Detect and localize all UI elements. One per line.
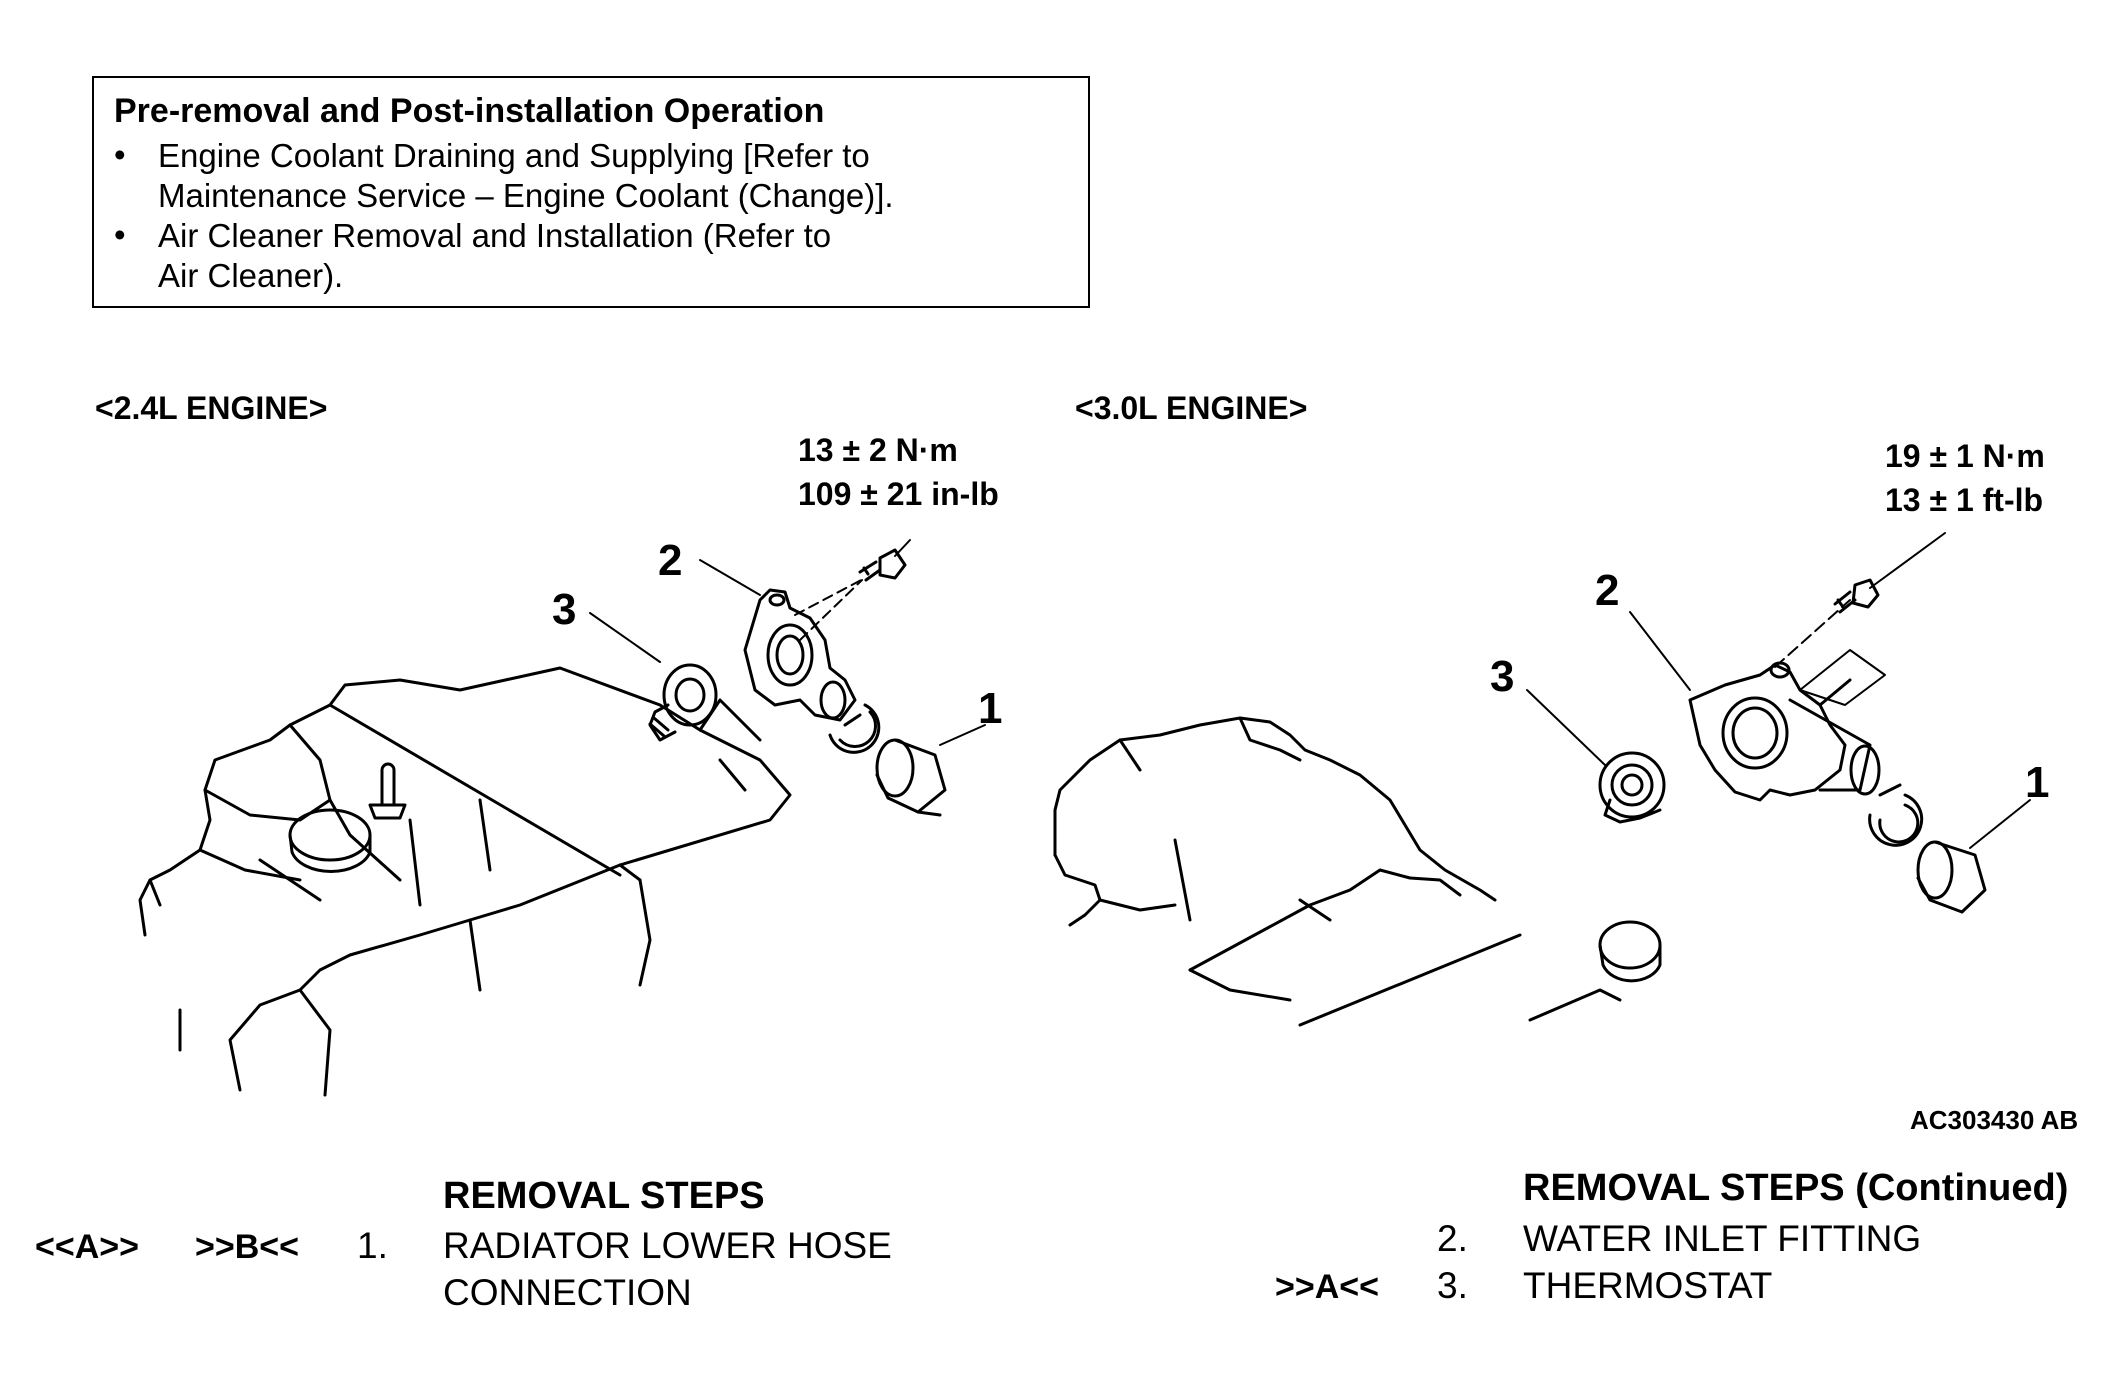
note-item-1-line2: Maintenance Service – Engine Coolant (Ch… <box>158 177 894 214</box>
engine-24-radiator-hose <box>875 738 947 817</box>
engine-24-callout-1: 1 <box>978 684 1003 733</box>
removal-steps-continued-title: REMOVAL STEPS (Continued) <box>1523 1167 2069 1209</box>
step-1-ref-install: <<A>> <box>35 1228 139 1266</box>
engine-30-hose-clamp <box>1868 783 1924 847</box>
engine-24-hose-clamp <box>828 703 881 754</box>
step-1-number: 1. <box>357 1225 388 1266</box>
engine-24-leader-lines <box>589 539 986 746</box>
engine-30-callout-1: 1 <box>2025 758 2050 807</box>
engine-30-thermostat <box>1598 751 1666 824</box>
step-1-text-line2: CONNECTION <box>443 1272 692 1313</box>
note-title: Pre-removal and Post-installation Operat… <box>114 92 825 130</box>
step-1-text-line1: RADIATOR LOWER HOSE <box>443 1225 892 1266</box>
engine-30-leader-lines <box>1526 532 2031 849</box>
engine-30-torque-ftlb: 13 ± 1 ft-lb <box>1885 482 2044 518</box>
engine-30-label: <3.0L ENGINE> <box>1075 390 1308 426</box>
step-2-text: WATER INLET FITTING <box>1523 1218 1922 1259</box>
engine-24-water-inlet-fitting <box>743 588 857 722</box>
engine-24-torque-nm: 13 ± 2 N·m <box>798 432 958 468</box>
engine-24-torque-inlb: 109 ± 21 in-lb <box>798 476 999 512</box>
engine-24-label: <2.4L ENGINE> <box>95 390 328 426</box>
step-2-number: 2. <box>1437 1218 1468 1259</box>
note-item-2-line1: Air Cleaner Removal and Installation (Re… <box>158 217 832 254</box>
removal-steps-title: REMOVAL STEPS <box>443 1175 765 1217</box>
pre-removal-note-box: Pre-removal and Post-installation Operat… <box>92 76 1090 308</box>
note-item-2-line2: Air Cleaner). <box>158 257 344 294</box>
engine-24-bolt <box>858 548 907 582</box>
engine-30-radiator-hose <box>1916 840 1987 914</box>
step-3-ref: >>A<< <box>1275 1268 1379 1306</box>
step-1-ref-removal: >>B<< <box>195 1228 299 1266</box>
engine-30-callout-3: 3 <box>1490 652 1515 701</box>
engine-24-callout-3: 3 <box>552 585 577 634</box>
engine-30-torque-nm: 19 ± 1 N·m <box>1885 438 2045 474</box>
bullet-icon: • <box>114 136 126 173</box>
engine-24-thermostat <box>648 663 718 742</box>
bullet-icon: • <box>114 216 126 253</box>
note-item-1-line1: Engine Coolant Draining and Supplying [R… <box>158 137 870 174</box>
engine-30-water-inlet-fitting <box>1688 649 1886 802</box>
engine-30-block <box>1053 716 1662 1027</box>
figure-id: AC303430 AB <box>1910 1105 2079 1135</box>
step-3-text: THERMOSTAT <box>1523 1265 1773 1306</box>
engine-30-callout-2: 2 <box>1595 566 1620 615</box>
engine-24-callout-2: 2 <box>658 536 683 585</box>
step-3-number: 3. <box>1437 1265 1468 1306</box>
engine-24-block <box>138 666 792 1097</box>
